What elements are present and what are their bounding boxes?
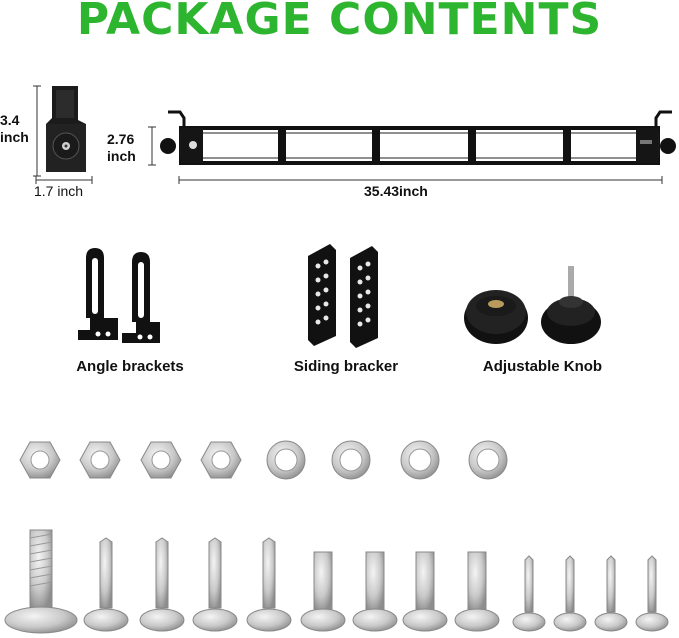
side-width-label: 1.7 inch <box>34 183 84 199</box>
machine-screws <box>300 551 500 632</box>
page-title: PACKAGE CONTENTS <box>76 0 603 45</box>
washers <box>266 440 508 480</box>
self-drilling-screws <box>83 537 292 632</box>
bar-length-label: 35.43inch <box>364 183 428 199</box>
carriage-bolt <box>4 529 78 634</box>
side-height-unit: inch <box>0 129 29 145</box>
side-view-bracket <box>33 85 93 184</box>
adjustable-knob-image <box>464 266 601 344</box>
side-height-value: 3.4 <box>0 112 20 128</box>
siding-bracker-image <box>308 244 378 348</box>
wood-screws <box>512 555 669 632</box>
angle-brackets-label: Angle brackets <box>76 358 184 375</box>
angle-brackets-image <box>78 248 160 343</box>
siding-bracker-label: Siding bracker <box>293 358 399 375</box>
bar-height-unit: inch <box>107 148 136 164</box>
bar-diagram <box>148 110 676 184</box>
bar-height-value: 2.76 <box>107 131 135 147</box>
adjustable-knob-label: Adjustable Knob <box>482 358 603 375</box>
hex-nuts <box>19 441 242 479</box>
